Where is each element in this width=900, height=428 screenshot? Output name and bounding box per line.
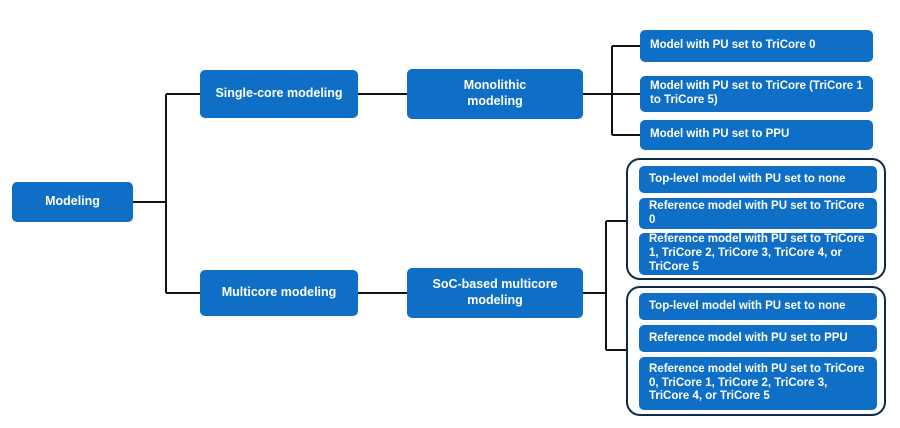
model-group-2 [626, 286, 886, 416]
root-node-modeling: Modeling [12, 182, 133, 222]
group-item: Reference model with PU set to TriCore 0… [639, 357, 877, 410]
group-item-label: Top-level model with PU set to none [649, 172, 846, 185]
approach-node-label: SoC-based multicore modeling [432, 277, 558, 307]
leaf-node: Model with PU set to TriCore (TriCore 1 … [640, 76, 873, 112]
branch-node-label: Single-core modeling [215, 86, 343, 101]
branch-node-multicore: Multicore modeling [200, 270, 358, 316]
leaf-node-label: Model with PU set to PPU [650, 128, 790, 141]
leaf-node: Model with PU set to TriCore 0 [640, 30, 873, 62]
group-item: Reference model with PU set to TriCore 1… [639, 233, 877, 275]
group-item-label: Reference model with PU set to TriCore 1… [649, 233, 865, 273]
leaf-node: Model with PU set to PPU [640, 120, 873, 150]
group-item-label: Reference model with PU set to TriCore 0… [649, 362, 865, 403]
leaf-node-label: Model with PU set to TriCore 0 [650, 39, 816, 52]
connector-monolithic [583, 45, 640, 136]
model-group-1 [626, 158, 886, 280]
group-item: Top-level model with PU set to none [639, 166, 877, 193]
connector-root [133, 93, 200, 294]
group-item-label: Reference model with PU set to TriCore 0 [649, 199, 865, 226]
approach-node-label: Monolithic modeling [463, 78, 527, 108]
approach-node-soc-multicore: SoC-based multicore modeling [407, 268, 583, 318]
root-node-label: Modeling [45, 194, 100, 209]
branch-node-single-core: Single-core modeling [200, 70, 358, 118]
group-item-label: Reference model with PU set to PPU [649, 331, 848, 344]
connector-soc [583, 220, 626, 351]
group-item-label: Top-level model with PU set to none [649, 299, 846, 312]
branch-node-label: Multicore modeling [221, 285, 337, 300]
group-item: Reference model with PU set to TriCore 0 [639, 198, 877, 229]
group-item: Top-level model with PU set to none [639, 293, 877, 320]
approach-node-monolithic: Monolithic modeling [407, 69, 583, 119]
group-item: Reference model with PU set to PPU [639, 325, 877, 352]
leaf-node-label: Model with PU set to TriCore (TriCore 1 … [650, 80, 863, 106]
